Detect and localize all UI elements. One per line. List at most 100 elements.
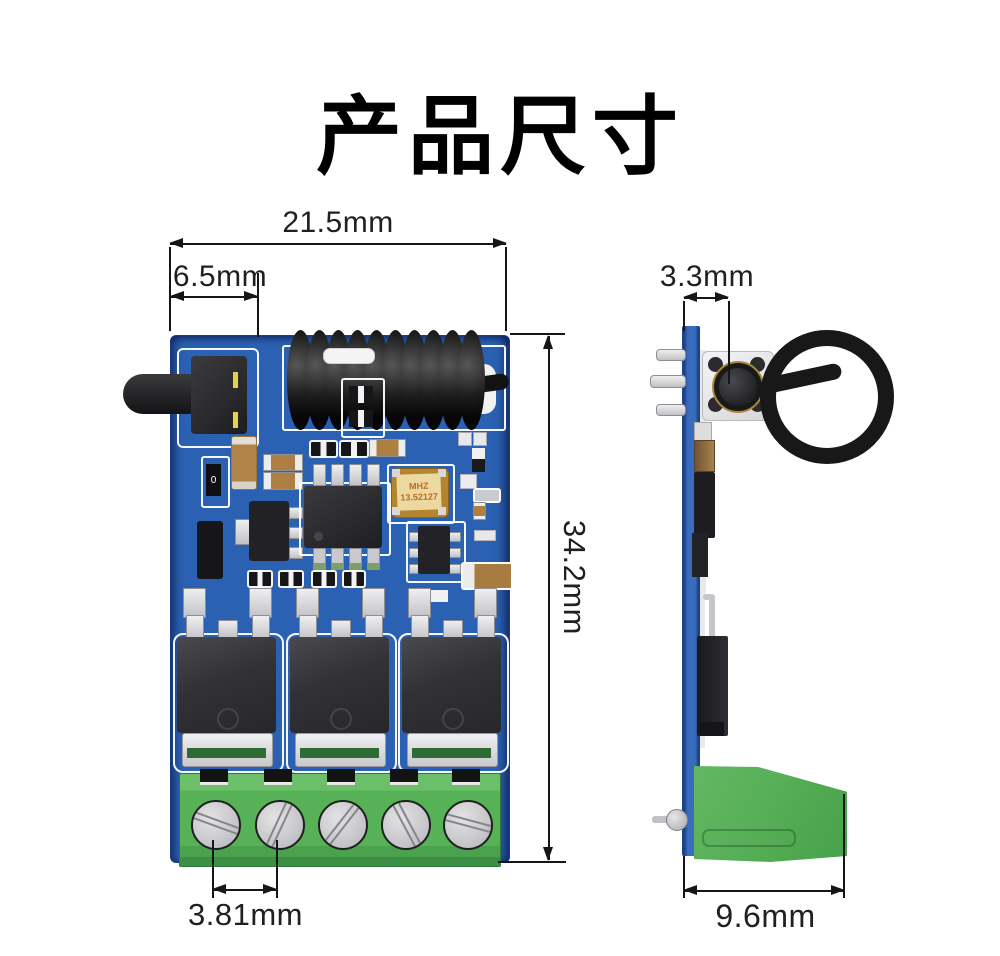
mosfet-lead bbox=[443, 620, 463, 638]
mosfet-lead bbox=[331, 620, 351, 638]
terminal-clip bbox=[390, 769, 418, 785]
ic-lead bbox=[367, 464, 380, 486]
ic-silkscreen bbox=[299, 482, 391, 556]
zero-ohm-resistor: 0 bbox=[206, 464, 221, 496]
dimension-button-offset-label: 6.5mm bbox=[172, 260, 268, 293]
resistor bbox=[263, 454, 303, 471]
smd-component bbox=[473, 488, 501, 503]
sot23-ic bbox=[418, 526, 450, 574]
pcb-front-view: 0 MHZ 13.52127 bbox=[123, 330, 513, 867]
mosfet-lead bbox=[408, 588, 431, 618]
through-hole-pin bbox=[650, 375, 686, 388]
crystal-marking-line1: MHZ bbox=[408, 480, 429, 492]
mosfet-tab-strip bbox=[412, 748, 491, 758]
dimension-line-screw-pitch bbox=[212, 884, 277, 894]
ic-lead bbox=[331, 548, 344, 570]
ic-lead bbox=[313, 464, 326, 486]
sot23-lead bbox=[449, 532, 461, 542]
ic-lead bbox=[367, 548, 380, 570]
ic-pin1-dot bbox=[314, 532, 323, 541]
button-stem bbox=[123, 374, 193, 414]
smd-component bbox=[474, 530, 496, 541]
screw-head-side bbox=[666, 809, 688, 831]
mosfet-logo bbox=[217, 708, 239, 730]
mosfet-logo bbox=[330, 708, 352, 730]
crystal-pad bbox=[438, 507, 446, 515]
terminal-clip bbox=[452, 769, 480, 785]
smd-component bbox=[311, 570, 337, 588]
terminal-screw bbox=[381, 800, 431, 850]
mosfet-lead bbox=[474, 588, 497, 618]
crystal-pad bbox=[438, 469, 446, 477]
button-mark bbox=[233, 372, 238, 388]
button-mark bbox=[233, 412, 238, 428]
bent-pin bbox=[709, 596, 715, 640]
smd-component bbox=[473, 502, 486, 520]
mosfet-lead bbox=[296, 588, 319, 618]
terminal-clip bbox=[200, 769, 228, 785]
terminal-side-seam bbox=[702, 829, 796, 847]
resistor bbox=[369, 439, 406, 457]
dimension-width-label: 21.5mm bbox=[282, 206, 394, 239]
through-hole-pin bbox=[656, 404, 686, 416]
smd-component bbox=[247, 570, 273, 588]
mosfet-side bbox=[697, 636, 728, 736]
smd-component bbox=[339, 440, 369, 458]
smd-component bbox=[278, 570, 304, 588]
extension-line bbox=[505, 247, 507, 331]
sot23-lead bbox=[449, 548, 461, 558]
dimension-screw-pitch-label: 3.81mm bbox=[188, 897, 303, 932]
smd-component bbox=[323, 348, 375, 364]
terminal-screw bbox=[191, 800, 241, 850]
extension-line bbox=[169, 247, 171, 331]
resistor-marking: 0 bbox=[210, 474, 217, 486]
resistor-silkscreen bbox=[201, 456, 230, 508]
page-title: 产品尺寸 bbox=[316, 87, 684, 187]
through-hole-pin bbox=[656, 349, 686, 361]
mosfet-tab-strip bbox=[187, 748, 266, 758]
dimension-button-height-label: 3.3mm bbox=[659, 260, 755, 293]
dimension-line-depth bbox=[683, 885, 845, 895]
terminal-block-side bbox=[694, 765, 847, 862]
terminal-clip bbox=[327, 769, 355, 785]
dimension-line-height bbox=[543, 335, 553, 861]
smd-component bbox=[342, 570, 366, 588]
smd-component bbox=[473, 432, 487, 446]
mosfet-lead bbox=[249, 588, 272, 618]
crystal-silkscreen bbox=[387, 464, 455, 524]
smd-component bbox=[309, 440, 338, 458]
smd-component bbox=[349, 410, 373, 427]
smd-component bbox=[460, 474, 477, 489]
terminal-screw bbox=[318, 800, 368, 850]
sot23-lead bbox=[449, 564, 461, 574]
ic-lead bbox=[331, 464, 344, 486]
antenna-coil-loop bbox=[458, 330, 485, 430]
crystal-label-area: MHZ 13.52127 bbox=[396, 473, 442, 511]
extension-line bbox=[212, 840, 214, 898]
mosfet-lead bbox=[183, 588, 206, 618]
dimension-depth-label: 9.6mm bbox=[715, 898, 816, 934]
smd-silkscreen bbox=[341, 378, 385, 438]
leader-line bbox=[728, 301, 730, 384]
mosfet-lead bbox=[218, 620, 238, 638]
terminal-screw bbox=[255, 800, 305, 850]
extension-line bbox=[257, 273, 259, 337]
extension-line bbox=[843, 794, 845, 898]
mosfet-tab-strip bbox=[300, 748, 379, 758]
smd-component bbox=[458, 432, 472, 446]
extension-line bbox=[683, 856, 685, 898]
capacitor bbox=[231, 436, 257, 490]
side-push-button bbox=[191, 356, 247, 434]
crystal-marking-line2: 13.52127 bbox=[400, 491, 439, 503]
terminal-screw bbox=[443, 800, 493, 850]
antenna-ring-end-view bbox=[760, 330, 894, 464]
dimension-line-button-height bbox=[683, 292, 729, 302]
capacitor-side bbox=[694, 440, 715, 472]
sot223-transistor bbox=[249, 501, 289, 561]
ic-lead bbox=[349, 548, 362, 570]
sot23-silkscreen bbox=[406, 521, 466, 583]
chip-side bbox=[692, 533, 708, 577]
smd-component bbox=[472, 448, 485, 472]
ic-lead bbox=[313, 548, 326, 570]
